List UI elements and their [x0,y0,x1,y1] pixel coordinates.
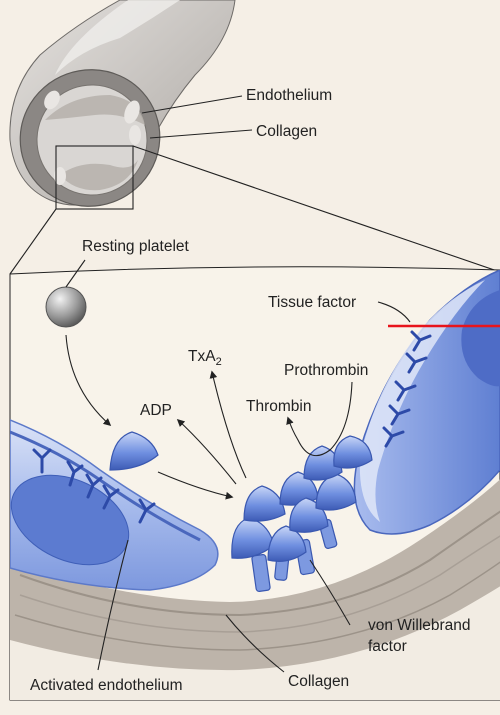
resting-platelet [46,287,86,327]
thrombin-label: Thrombin [246,398,311,415]
collagen-top-leader [150,130,252,138]
txa-subscript: 2 [216,356,222,368]
blood-vessel-illustration [1,0,235,226]
tissue-factor-label: Tissue factor [268,294,356,311]
resting-platelet-label: Resting platelet [82,238,190,255]
txa-main: TxA [188,348,216,365]
collagen-top-label: Collagen [256,123,317,140]
von-willebrand-label-line1: von Willebrand [368,617,471,634]
prothrombin-label: Prothrombin [284,362,368,379]
endothelium-label: Endothelium [246,87,332,104]
activated-endothelium-label: Activated endothelium [30,677,183,694]
zoom-line-left [10,209,56,274]
vessel-cell-nucleus-b [129,125,141,145]
collagen-bottom-label: Collagen [288,673,349,690]
magnified-inset: Resting platelet [0,238,500,710]
von-willebrand-label-line2: factor [368,638,407,655]
adp-label: ADP [140,402,172,419]
